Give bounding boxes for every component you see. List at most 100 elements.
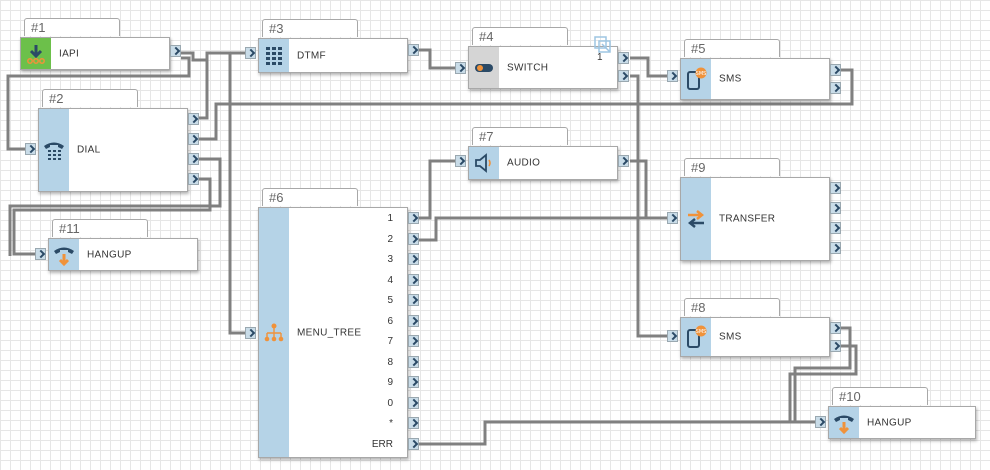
node-iapi[interactable]: #1 IAPI — [20, 18, 181, 70]
output-port[interactable] — [830, 222, 841, 234]
output-port[interactable] — [408, 356, 419, 368]
node-hangup-11[interactable]: #11 HANGUP — [35, 219, 198, 271]
output-port[interactable] — [618, 155, 629, 167]
node-dial[interactable]: #2 DIAL — [25, 89, 199, 192]
node-sms-8[interactable]: #8 SMS SMS — [667, 298, 841, 357]
node-audio[interactable]: #7 AUDIO — [455, 127, 629, 180]
copy-icon[interactable] — [594, 36, 614, 56]
node-id-tab: #2 — [42, 89, 138, 107]
node-menu-tree[interactable]: #6 MENU_TREE 1 2 3 4 5 6 7 8 9 0 * ERR — [245, 188, 419, 458]
output-label: 9 — [387, 377, 393, 388]
output-count: 1 — [597, 52, 603, 63]
output-port[interactable] — [188, 153, 199, 165]
output-label: * — [389, 418, 393, 429]
hangup-phone-icon — [54, 247, 74, 266]
output-port[interactable] — [618, 70, 629, 82]
output-port[interactable] — [170, 45, 181, 57]
output-port[interactable] — [408, 294, 419, 306]
input-port[interactable] — [815, 416, 826, 428]
wire-dial-to-hangup11 — [12, 177, 212, 256]
node-label: DTMF — [297, 50, 326, 61]
node-label: AUDIO — [507, 157, 541, 169]
output-port[interactable] — [830, 202, 841, 214]
output-port[interactable] — [408, 44, 419, 56]
output-label: 5 — [387, 295, 393, 306]
dialpad-icon — [266, 46, 282, 65]
wire-audio-to-transfer — [630, 159, 648, 218]
node-id-tab: #11 — [52, 219, 148, 237]
speaker-icon — [475, 153, 491, 173]
node-body: SWITCH 1 — [468, 46, 618, 89]
input-port[interactable] — [35, 248, 46, 260]
output-label: 2 — [387, 234, 393, 245]
output-port[interactable] — [830, 64, 841, 76]
wire-iapi-to-dial — [6, 56, 191, 151]
wire-dial-to-menu — [8, 157, 222, 256]
svg-text:SMS: SMS — [696, 329, 707, 335]
node-id-tab: #9 — [684, 158, 780, 176]
svg-text:SMS: SMS — [696, 71, 707, 77]
input-port[interactable] — [455, 62, 466, 74]
output-port[interactable] — [408, 233, 419, 245]
node-label: TRANSFER — [719, 213, 776, 225]
output-port[interactable] — [830, 340, 841, 352]
node-id-tab: #5 — [684, 39, 780, 57]
input-port[interactable] — [667, 330, 678, 342]
output-label: 1 — [387, 213, 393, 224]
output-port[interactable] — [618, 52, 629, 64]
wire-dtmf-to-menu — [228, 51, 246, 335]
node-hangup-10[interactable]: #10 HANGUP — [815, 387, 976, 439]
output-port[interactable] — [408, 253, 419, 265]
node-id-tab: #7 — [472, 127, 568, 145]
wire-dial-to-dtmf — [199, 53, 209, 120]
hierarchy-icon — [264, 323, 284, 341]
node-label: HANGUP — [87, 249, 132, 260]
telephone-keypad-icon — [44, 142, 64, 160]
output-port[interactable] — [188, 133, 199, 145]
output-port[interactable] — [408, 274, 419, 286]
output-port[interactable] — [188, 113, 199, 125]
input-port[interactable] — [25, 143, 36, 155]
output-label: ERR — [371, 439, 393, 450]
input-port[interactable] — [245, 47, 256, 59]
input-port[interactable] — [667, 70, 678, 82]
node-body: DIAL — [38, 108, 188, 192]
wire-dtmf-to-switch — [418, 48, 456, 70]
sms-phone-icon: SMS — [687, 67, 707, 90]
output-port[interactable] — [830, 182, 841, 194]
node-body: AUDIO — [468, 146, 618, 180]
output-port[interactable] — [830, 242, 841, 254]
input-port[interactable] — [245, 327, 256, 339]
output-label: 3 — [387, 254, 393, 265]
node-body: SMS SMS — [680, 317, 830, 357]
node-sms-5[interactable]: #5 SMS SMS — [667, 39, 841, 100]
output-port[interactable] — [408, 376, 419, 388]
node-dtmf[interactable]: #3 DTMF — [245, 19, 419, 73]
transfer-arrows-icon — [687, 210, 705, 228]
node-body: TRANSFER — [680, 177, 830, 261]
output-port[interactable] — [408, 212, 419, 224]
output-port[interactable] — [830, 322, 841, 334]
output-port[interactable] — [188, 173, 199, 185]
output-port[interactable] — [408, 397, 419, 409]
node-label: SWITCH — [507, 62, 549, 73]
input-port[interactable] — [455, 155, 466, 167]
input-port[interactable] — [667, 212, 678, 224]
toggle-switch-icon — [475, 63, 493, 72]
node-label: DIAL — [77, 144, 101, 156]
node-transfer[interactable]: #9 TRANSFER — [667, 158, 841, 261]
node-switch[interactable]: #4 SWITCH 1 — [455, 27, 629, 89]
output-port[interactable] — [408, 335, 419, 347]
output-port[interactable] — [408, 438, 419, 450]
node-label: SMS — [719, 331, 742, 343]
wire-sms8-to-hangup10-b — [788, 344, 858, 422]
wire-switch-to-sms8 — [630, 74, 668, 338]
wire-menu1-to-audio — [418, 159, 456, 220]
node-label: SMS — [719, 73, 742, 85]
output-port[interactable] — [830, 82, 841, 94]
output-port[interactable] — [408, 417, 419, 429]
node-body: MENU_TREE 1 2 3 4 5 6 7 8 9 0 * ERR — [258, 207, 408, 458]
output-port[interactable] — [408, 315, 419, 327]
node-label: IAPI — [59, 48, 80, 59]
